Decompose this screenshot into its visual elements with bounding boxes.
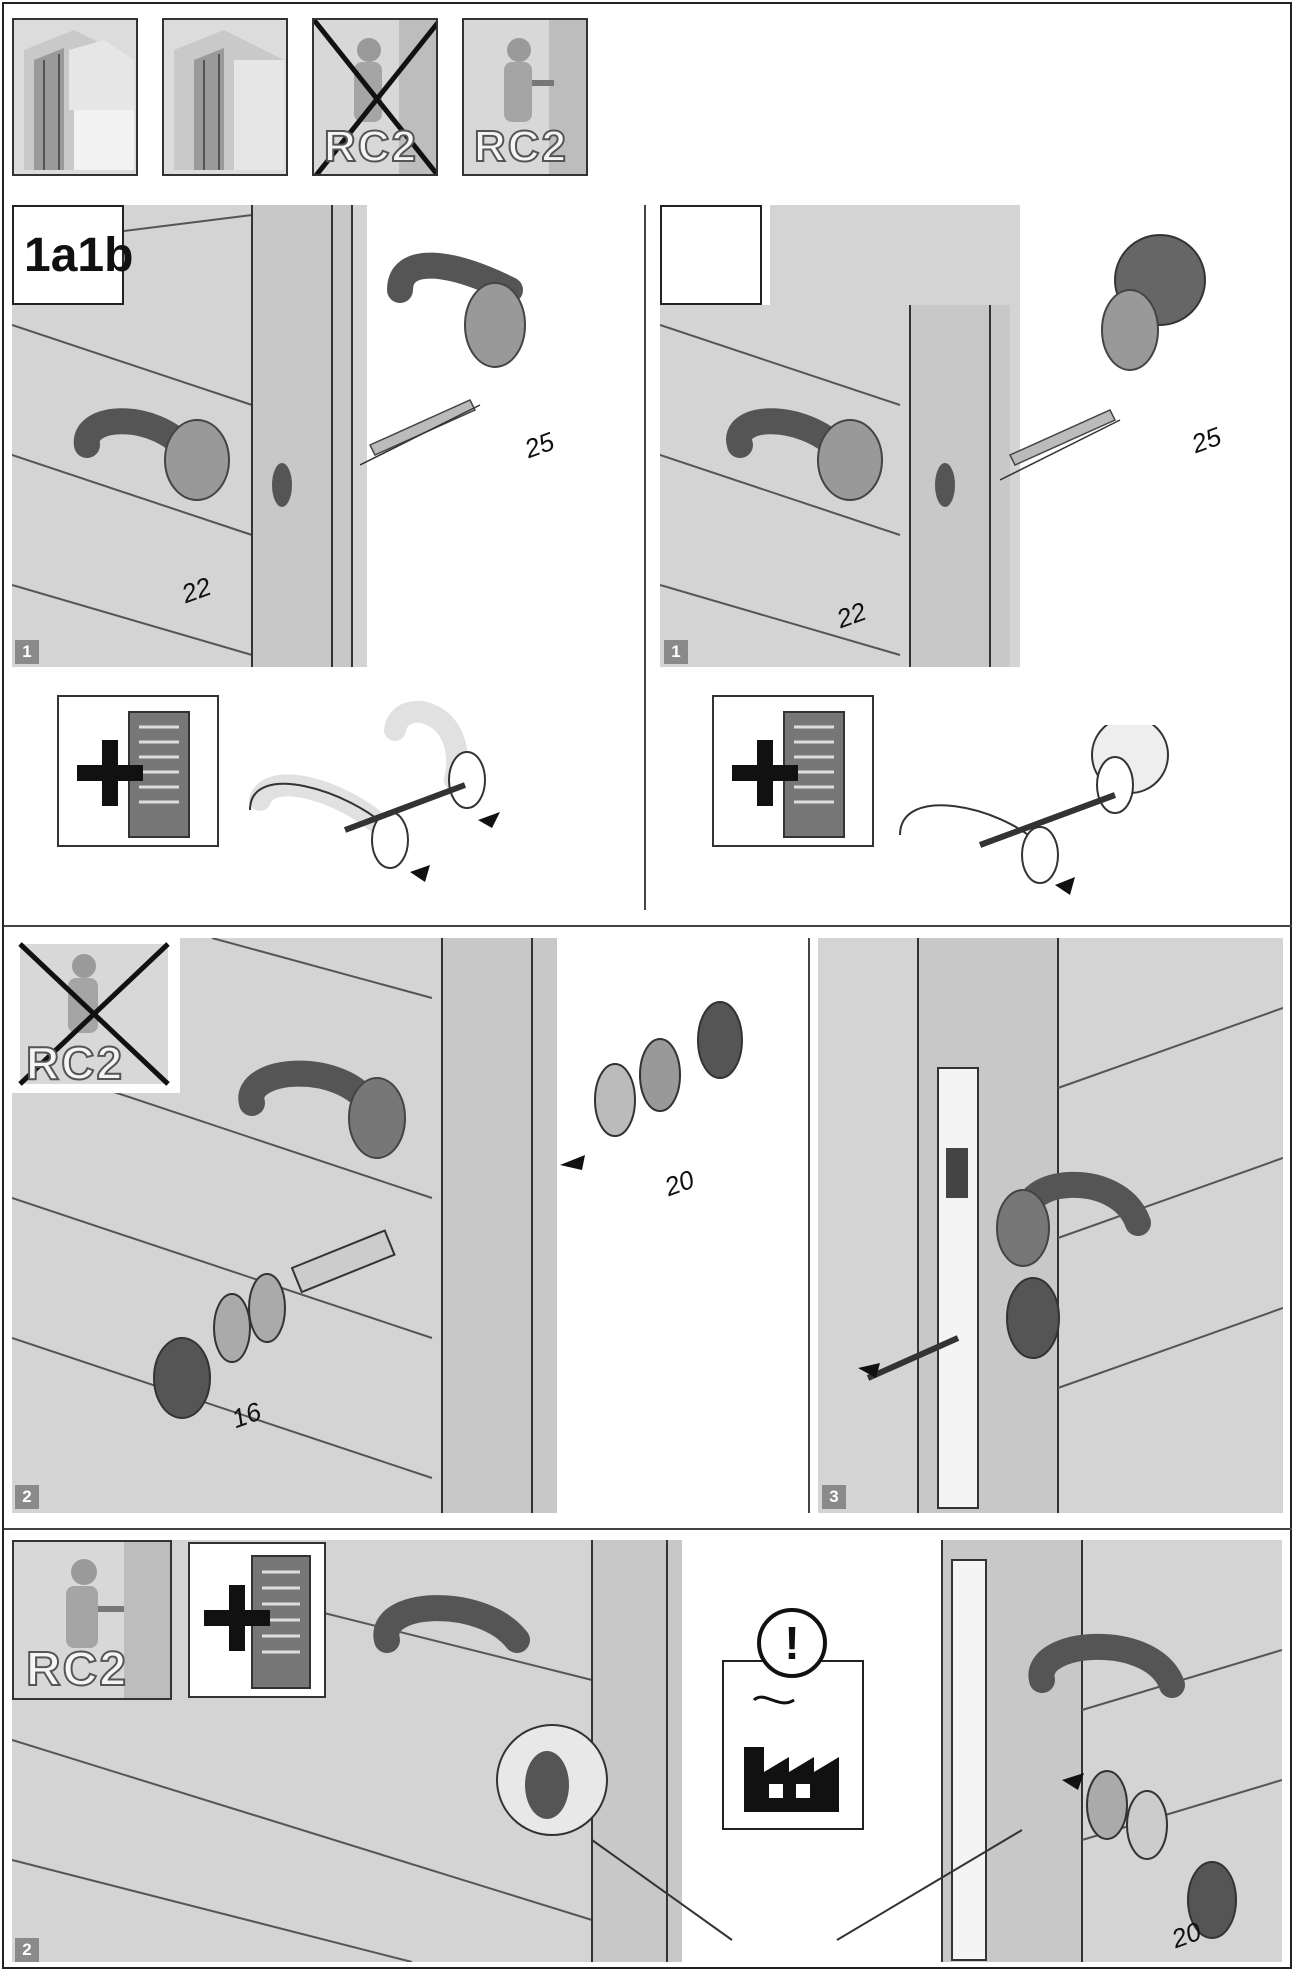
- plus-icon: [204, 1555, 311, 1689]
- plus-icon: [77, 711, 190, 838]
- rc2-label: RC2: [323, 121, 419, 172]
- knob-assembly-right: [899, 725, 1169, 895]
- rc2-box: RC2: [12, 1540, 172, 1700]
- worker-icon: [314, 20, 436, 174]
- section1-divider: [644, 205, 646, 910]
- rc2-crossed-box: RC2: [12, 938, 180, 1093]
- door-lines: [12, 205, 353, 667]
- rosette-exploded-illustration: [560, 1001, 743, 1170]
- variant-label: 1a1b: [12, 205, 133, 305]
- section1-right-top-panel: [770, 205, 1020, 305]
- factory-icon: [744, 1695, 839, 1812]
- accessory-box-left: [57, 695, 219, 847]
- thumb-profile-b: [162, 18, 288, 176]
- door-lines: [660, 305, 1010, 667]
- step-badge: 1: [15, 640, 39, 664]
- worker-icon: [18, 942, 170, 1086]
- accessory-box-right: [712, 695, 874, 847]
- section2-right-panel: [818, 938, 1283, 1513]
- profile-a-illustration: [24, 30, 134, 170]
- divider-2: [4, 1528, 1292, 1530]
- knob-exploded-illustration: [1000, 234, 1206, 481]
- step-badge: 3: [822, 1485, 846, 1509]
- lock-case-illustration: [858, 938, 1283, 1513]
- rc2-label: RC2: [473, 121, 569, 172]
- rc2-label: RC2: [25, 1642, 129, 1697]
- thumb-rc2-crossed: RC2: [312, 18, 438, 176]
- section1-left-exploded: [360, 205, 640, 525]
- step-badge: 2: [15, 1485, 39, 1509]
- profile-b-illustration: [174, 30, 284, 170]
- section2-divider: [808, 938, 810, 1513]
- accessory-box-bottom: [188, 1542, 326, 1698]
- step-badge: 2: [15, 1938, 39, 1962]
- handle-assembly-left: [249, 700, 500, 882]
- door-lines: [12, 938, 557, 1513]
- divider-1: [4, 925, 1292, 927]
- section1-right-panel: [660, 305, 1020, 667]
- step-badge: 1: [664, 640, 688, 664]
- worker-icon: [14, 1542, 170, 1698]
- handle-exploded-illustration: [360, 252, 526, 466]
- rc2-label: RC2: [25, 1036, 125, 1090]
- exclamation-icon: !: [784, 1617, 800, 1669]
- warning-exclamation-icon: !: [757, 1608, 827, 1678]
- thumb-rc2: RC2: [462, 18, 588, 176]
- plus-icon: [732, 711, 845, 838]
- thumb-profile-a: [12, 18, 138, 176]
- worker-icon: [464, 20, 586, 174]
- variant-label-empty: [660, 205, 762, 305]
- warning-box: [722, 1660, 864, 1830]
